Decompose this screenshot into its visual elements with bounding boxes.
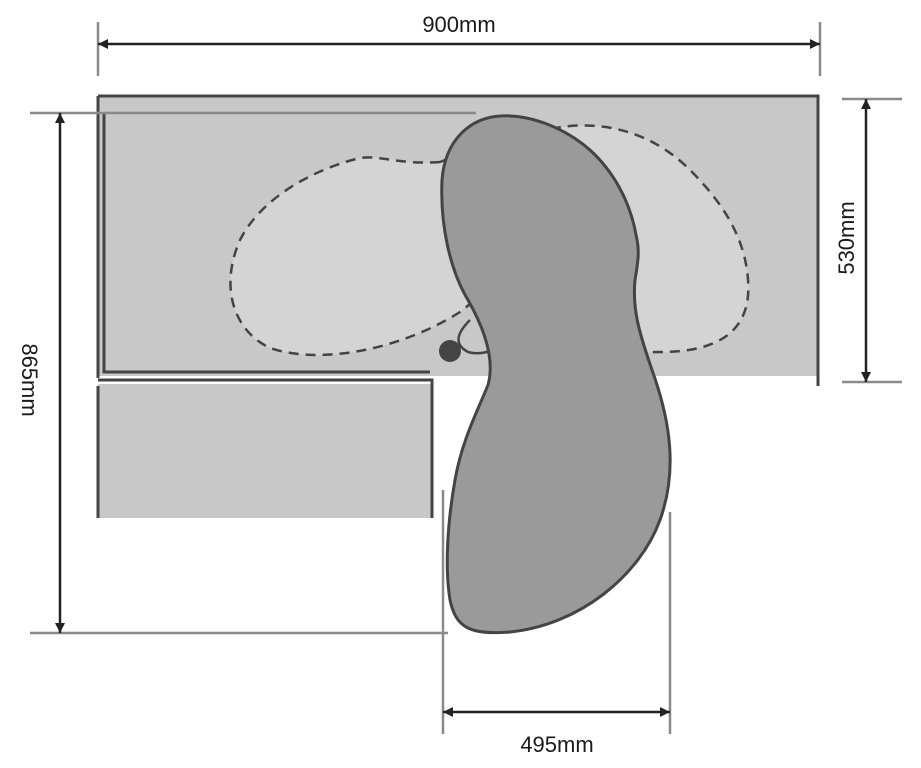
dimension-opening-bottom: 495mm — [443, 707, 670, 757]
dimension-depth-right: 530mm — [834, 99, 871, 382]
shelf-solid — [440, 114, 672, 635]
dimension-label-depth-left: 865mm — [17, 343, 42, 416]
cabinet-outline — [96, 94, 820, 518]
dimension-label-width-top: 900mm — [422, 12, 495, 37]
extension-lines — [30, 22, 902, 734]
cabinet-left-section — [98, 384, 432, 518]
dimension-depth-left: 865mm — [17, 113, 65, 633]
dimension-label-opening-bottom: 495mm — [520, 732, 593, 757]
pivot-arc — [457, 319, 493, 355]
dimension-label-depth-right: 530mm — [834, 201, 859, 274]
dimension-width-top: 900mm — [98, 12, 820, 49]
pivot-post — [439, 340, 461, 362]
